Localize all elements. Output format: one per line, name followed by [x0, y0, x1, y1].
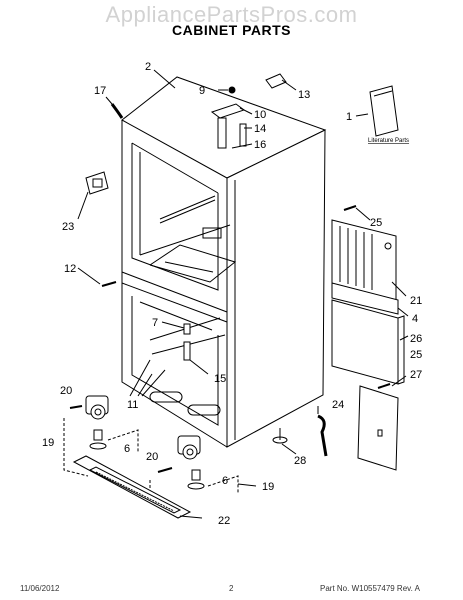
- callout-10: 10: [254, 109, 266, 121]
- part-24-drawing: [317, 414, 328, 457]
- callout-23: 23: [62, 221, 74, 233]
- callout-19-left: 19: [42, 437, 54, 449]
- part-23-drawing: [85, 171, 109, 195]
- callout-11: 11: [127, 399, 138, 411]
- part-26-drawing: [331, 299, 405, 385]
- part-27-drawing: [357, 385, 399, 471]
- callout-27: 27: [410, 369, 422, 381]
- callout-15: 15: [214, 373, 226, 385]
- callout-1: 1: [346, 111, 352, 123]
- callout-13: 13: [298, 89, 310, 101]
- callout-6-left: 6: [124, 443, 130, 455]
- callout-4: 4: [412, 313, 418, 325]
- callout-25-bottom: 25: [410, 349, 422, 361]
- watermark: AppliancePartsPros.com: [105, 2, 358, 27]
- callout-2: 2: [145, 61, 151, 73]
- callout-24: 24: [332, 399, 344, 411]
- callout-28: 28: [294, 455, 306, 467]
- callout-20-left: 20: [60, 385, 72, 397]
- callout-6-right: 6: [222, 475, 228, 487]
- footer-page-number: 2: [229, 584, 234, 593]
- base-grille-drawing: [72, 455, 192, 519]
- callout-19-right: 19: [262, 481, 274, 493]
- callout-16: 16: [254, 139, 266, 151]
- callout-26: 26: [410, 333, 422, 345]
- callout-25-top: 25: [370, 217, 382, 229]
- part-13-drawing: [265, 73, 287, 89]
- literature-label: Literature Parts: [368, 138, 409, 144]
- callout-9: 9: [199, 85, 205, 97]
- callout-12: 12: [64, 263, 76, 275]
- callout-7: 7: [152, 317, 158, 329]
- part-17-drawing: [110, 103, 124, 119]
- roller-right-drawing: [177, 435, 205, 490]
- leader-lines: [77, 69, 409, 519]
- roller-left-drawing: [85, 395, 109, 450]
- callout-14: 14: [254, 123, 266, 135]
- callout-22: 22: [218, 515, 230, 527]
- footer-part-info: Part No. W10557479 Rev. A: [320, 584, 420, 593]
- footer-date: 11/06/2012: [20, 584, 60, 593]
- callout-numbers: 2 17 9 10 14 16 13 1 Literature Parts 23…: [42, 61, 422, 527]
- part-4-drawing: [331, 282, 399, 315]
- callout-21: 21: [410, 295, 422, 307]
- callout-20-right: 20: [146, 451, 158, 463]
- top-hinge-drawing: [210, 86, 247, 149]
- callout-17: 17: [94, 85, 106, 97]
- page-title: CABINET PARTS: [171, 22, 292, 38]
- literature-drawing: [369, 85, 399, 137]
